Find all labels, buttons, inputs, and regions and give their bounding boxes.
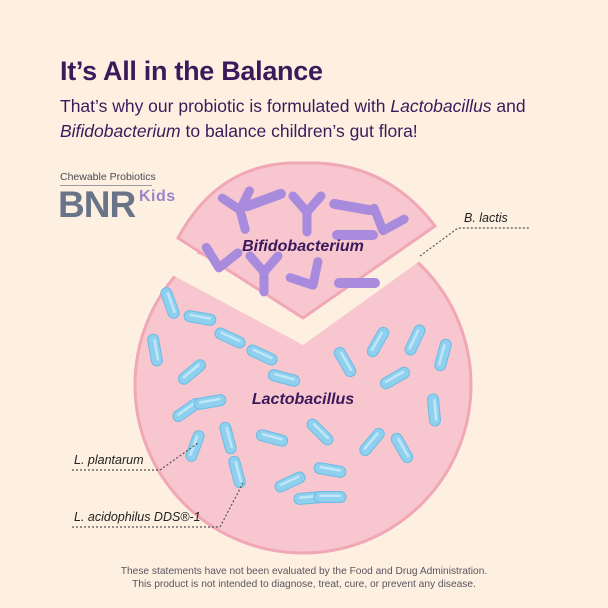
subtitle-text: That’s why our probiotic is formulated w… bbox=[60, 96, 391, 116]
brand-tagline: Chewable Probiotics bbox=[60, 171, 156, 183]
page-title: It’s All in the Balance bbox=[60, 56, 323, 86]
callout-l-plantarum: L. plantarum bbox=[74, 453, 143, 467]
callout-line-l-plantarum bbox=[72, 442, 199, 471]
fda-disclaimer: These statements have not been evaluated… bbox=[0, 565, 608, 591]
page-subtitle: That’s why our probiotic is formulated w… bbox=[60, 94, 580, 144]
subtitle-bifidobacterium: Bifidobacterium bbox=[60, 121, 181, 141]
callout-l-acidophilus: L. acidophilus DDS®-1 bbox=[74, 510, 201, 524]
subtitle-text: to balance children’s gut flora! bbox=[180, 121, 418, 141]
callout-b-lactis: B. lactis bbox=[464, 211, 508, 225]
disclaimer-line: These statements have not been evaluated… bbox=[120, 566, 488, 577]
brand-divider bbox=[60, 185, 152, 186]
lactobacillus-label: Lactobacillus bbox=[252, 391, 354, 408]
brand-logo-kids: Kids bbox=[139, 188, 176, 205]
subtitle-text: and bbox=[491, 96, 526, 116]
bifidobacterium-label: Bifidobacterium bbox=[242, 238, 364, 255]
subtitle-lactobacillus: Lactobacillus bbox=[390, 96, 492, 116]
disclaimer-line: This product is not intended to diagnose… bbox=[132, 579, 476, 590]
brand-logo: BNR bbox=[58, 184, 136, 225]
callout-line-l-acidophilus bbox=[72, 482, 244, 528]
